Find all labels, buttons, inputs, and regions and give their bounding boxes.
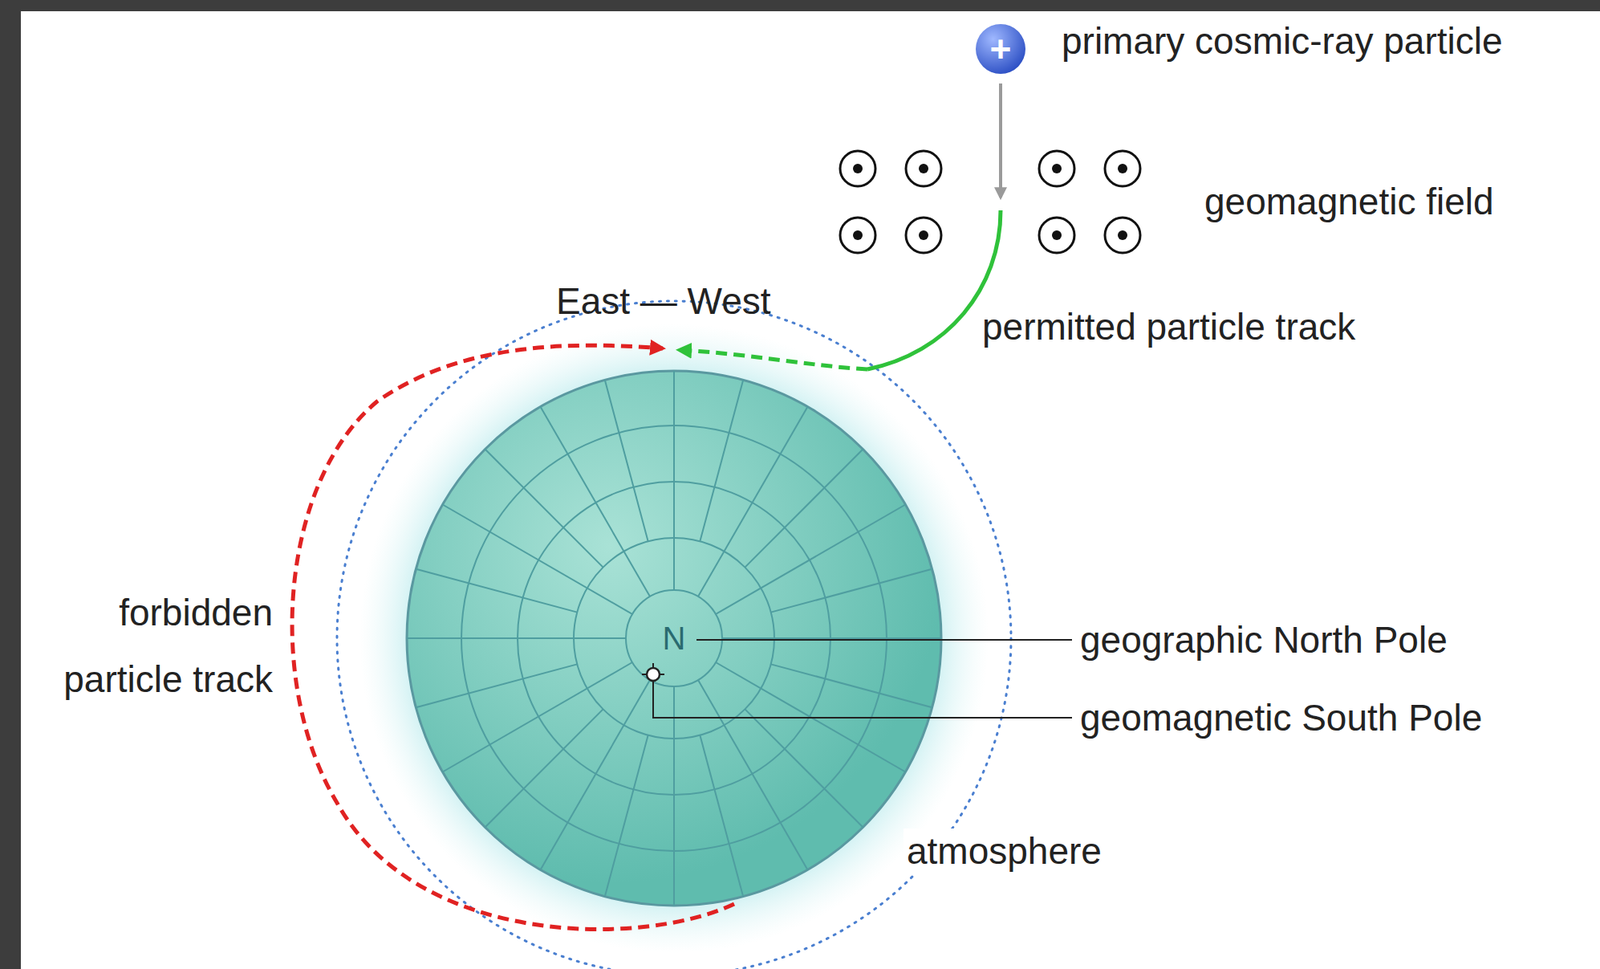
globe-grid [406, 370, 942, 906]
field-dot [852, 163, 863, 174]
meridian-line [722, 637, 942, 639]
meridian-line [699, 379, 744, 541]
meridian-line [771, 568, 933, 613]
field-dot [1117, 230, 1128, 240]
field-symbol [840, 217, 876, 253]
charge-sign: + [990, 27, 1012, 71]
particle-label: primary cosmic-ray particle [1061, 18, 1503, 64]
meridian-line [605, 379, 649, 541]
field-symbols [840, 150, 1141, 253]
meridian-line [673, 686, 675, 906]
pole-letter: N [662, 615, 687, 661]
meridian-line [698, 406, 809, 597]
field-dot [918, 163, 929, 174]
forbidden-track [292, 345, 735, 929]
atmosphere-label: atmosphere [903, 828, 1105, 874]
meridian-line [699, 735, 744, 897]
field-dot [852, 230, 863, 240]
field-dot [1051, 230, 1062, 240]
cosmic-ray-particle: + [974, 23, 1027, 75]
permitted-track-dashed [678, 349, 868, 370]
meridian-line [673, 370, 675, 590]
meridian-line [698, 679, 809, 870]
field-symbol [905, 217, 942, 253]
meridian-line [744, 708, 863, 827]
meridian-line [771, 663, 933, 707]
meridian-line [744, 449, 863, 568]
pole-label: geographic North Pole [1080, 617, 1448, 662]
meridian-line [605, 735, 649, 897]
field-symbol [1104, 150, 1141, 187]
field-symbol [1104, 217, 1141, 253]
field-dot [1051, 163, 1062, 174]
pole-label: geomagnetic South Pole [1080, 694, 1483, 740]
meridian-line [442, 504, 633, 615]
atmosphere-glow [359, 323, 989, 953]
field-symbol [840, 150, 876, 187]
meridian-line [715, 504, 906, 615]
earth-globe [406, 370, 942, 906]
latitude-line [625, 589, 723, 687]
meridian-line [485, 708, 604, 827]
leader-line [653, 681, 1073, 718]
meridian-line [540, 406, 651, 597]
direction-label: East — West [556, 278, 772, 324]
field-dot [1117, 163, 1128, 174]
permitted-track [867, 210, 1001, 370]
field-symbol [1039, 217, 1075, 253]
field-symbol [1039, 150, 1075, 187]
meridian-line [485, 449, 604, 568]
meridian-line [540, 679, 651, 870]
track-label: forbidden particle track [8, 579, 273, 713]
meridian-line [442, 661, 633, 772]
meridian-line [415, 568, 577, 613]
field-dot [918, 230, 929, 240]
meridian-line [415, 663, 577, 707]
track-label: permitted particle track [982, 304, 1356, 350]
leader-line [696, 638, 1073, 641]
meridian-line [406, 637, 626, 639]
incoming-arrow [998, 83, 1003, 198]
panel [20, 11, 1600, 969]
field-label: geomagnetic field [1204, 178, 1495, 224]
field-symbol [905, 150, 942, 187]
